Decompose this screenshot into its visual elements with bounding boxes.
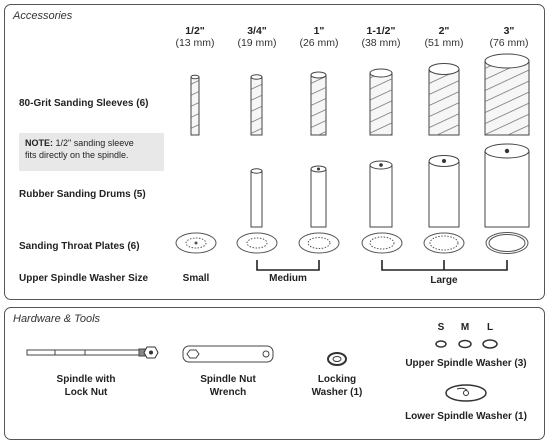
accessories-title: Accessories [13,10,73,22]
upper-washer-l [482,339,498,349]
size-header-three-quarter: 3/4" (19 mm) [227,25,287,49]
washer-size-large: Large [430,275,458,286]
hardware-panel: Hardware & Tools [4,307,545,440]
large-bracket [381,260,508,271]
size-inch: 3/4" [247,25,267,37]
accessories-panel: Accessories 1/2" (13 mm) 3/4" (19 mm) 1"… [4,4,545,300]
rubber-drum-one-half [369,160,393,228]
size-inch: 1" [313,25,325,37]
size-inch: 3" [503,25,515,37]
wrench-label: Spindle Nut Wrench [193,373,263,399]
size-mm: (76 mm) [489,37,529,49]
locking-washer-label: Locking Washer (1) [302,373,372,399]
hardware-drawing [26,339,498,402]
size-mm: (19 mm) [237,37,277,49]
sleeves-row-label: 80-Grit Sanding Sleeves (6) [19,98,149,109]
rubber-drum-one [310,165,327,228]
washer-size-small: Small [182,273,210,284]
spindle-nut-wrench [182,345,274,363]
accessories-drawing [175,53,530,271]
size-mm: (38 mm) [361,37,401,49]
wrench-label-line1: Spindle Nut [200,374,256,385]
rubber-drum-two [428,155,460,228]
throat-plate-two [423,232,465,254]
size-inch: 1-1/2" [366,25,396,37]
sanding-sleeve-three-quarter [250,74,263,136]
locking-washer [327,352,347,366]
upper-washer-s [435,340,447,348]
sanding-sleeve-one-half [369,68,393,136]
lower-spindle-washer [445,384,487,402]
size-mm: (51 mm) [424,37,464,49]
medium-bracket [256,260,320,271]
size-header-half: 1/2" (13 mm) [165,25,225,49]
throat-plate-three-quarter [236,232,278,254]
spindle-label-line2: Lock Nut [64,387,108,398]
sanding-sleeve-three [484,53,530,136]
upper-washer-label: Upper Spindle Washer (3) [405,358,527,369]
spindle-with-lock-nut [26,346,159,359]
drums-row-label: Rubber Sanding Drums (5) [19,189,146,200]
note-line2: fits directly on the spindle. [25,150,129,160]
upper-washer-l-label: L [486,322,494,333]
size-inch: 1/2" [185,25,205,37]
sanding-sleeve-one [310,71,327,136]
size-header-one-half: 1-1/2" (38 mm) [351,25,411,49]
note-box: NOTE: 1/2" sanding sleeve fits directly … [19,133,164,171]
locking-washer-label-line1: Locking [317,374,357,385]
throat-plate-three [485,232,529,254]
size-inch: 2" [438,25,450,37]
lower-washer-label: Lower Spindle Washer (1) [405,411,527,422]
hardware-title: Hardware & Tools [13,313,101,325]
upper-washer-s-label: S [437,322,445,333]
sanding-sleeve-half [190,74,200,136]
throat-plate-one [298,232,340,254]
note-line1: 1/2" sanding sleeve [53,138,134,148]
locking-washer-label-line2: Washer (1) [311,387,363,398]
wrench-label-line2: Wrench [209,387,247,398]
size-mm: (13 mm) [175,37,215,49]
upper-washer-m [458,339,472,349]
size-header-two: 2" (51 mm) [414,25,474,49]
spindle-label: Spindle with Lock Nut [51,373,121,399]
throat-plate-one-half [361,232,403,254]
size-header-one: 1" (26 mm) [289,25,349,49]
rubber-drum-three-quarter [250,168,263,228]
upper-washer-m-label: M [460,322,470,333]
sanding-sleeve-two [428,63,460,136]
throat-plate-half [175,232,217,254]
note-bold: NOTE: [25,138,53,148]
spindle-label-line1: Spindle with [56,374,116,385]
washer-size-medium: Medium [269,273,307,284]
size-header-three: 3" (76 mm) [479,25,539,49]
washer-size-row-label: Upper Spindle Washer Size [19,273,149,284]
rubber-drum-three [484,143,530,228]
plates-row-label: Sanding Throat Plates (6) [19,241,140,252]
size-mm: (26 mm) [299,37,339,49]
